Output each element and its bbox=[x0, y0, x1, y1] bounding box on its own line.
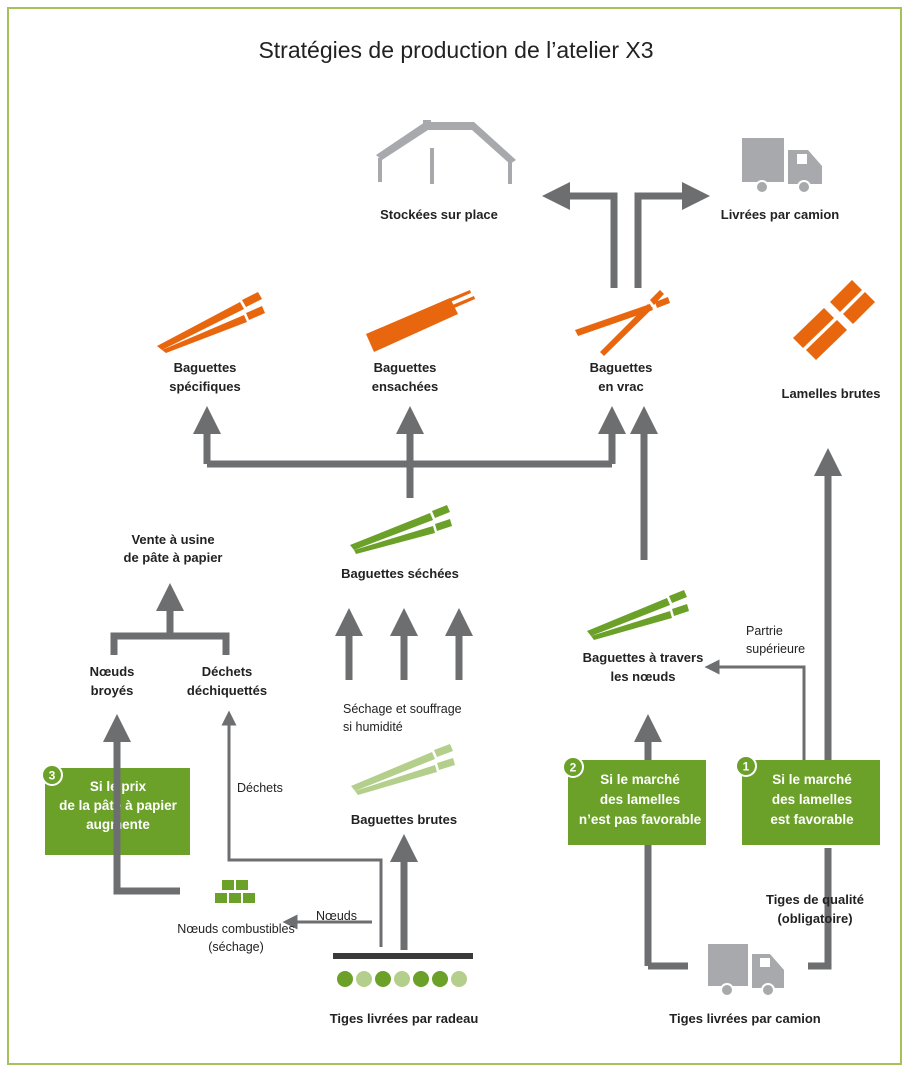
upper-part-label-2: supérieure bbox=[746, 642, 805, 656]
shredded-waste-label-2: déchiquettés bbox=[187, 683, 267, 698]
bulk-label-2: en vrac bbox=[598, 379, 644, 394]
pulp-sale-label-2: de pâte à papier bbox=[124, 550, 223, 565]
condition-box-2: 2 Si le marché des lamelles n’est pas fa… bbox=[562, 756, 706, 845]
bulk-label-1: Baguettes bbox=[590, 360, 653, 375]
green-chopsticks-icon bbox=[350, 505, 452, 554]
raw-slats-label: Lamelles brutes bbox=[782, 386, 881, 401]
waste-arrow-label: Déchets bbox=[237, 781, 283, 795]
delivery-truck-icon bbox=[708, 944, 784, 997]
condition-2-line-2: des lamelles bbox=[600, 792, 680, 807]
waste-to-pulp-arrows bbox=[110, 583, 230, 655]
condition-2-line-3: n’est pas favorable bbox=[579, 812, 702, 827]
house-icon bbox=[376, 120, 516, 184]
raw-chopsticks-label: Baguettes brutes bbox=[351, 812, 457, 827]
raft-stems-label: Tiges livrées par radeau bbox=[330, 1011, 479, 1026]
bagged-label-1: Baguettes bbox=[374, 360, 437, 375]
delivered-by-truck-label: Livrées par camion bbox=[721, 207, 840, 222]
quality-stems-label-1: Tiges de qualité bbox=[766, 892, 864, 907]
fuel-knots-label-2: (séchage) bbox=[208, 940, 264, 954]
bagged-chopsticks-icon bbox=[366, 290, 475, 352]
condition-1-line-1: Si le marché bbox=[772, 772, 852, 787]
condition-1-number: 1 bbox=[743, 760, 750, 774]
drying-arrows bbox=[335, 608, 473, 680]
fuel-knots-label-1: Nœuds combustibles bbox=[177, 922, 294, 936]
specific-label-1: Baguettes bbox=[174, 360, 237, 375]
knots-flow-arrows bbox=[103, 710, 418, 950]
drying-note-1: Séchage et souffrage bbox=[343, 702, 462, 716]
condition-1-line-2: des lamelles bbox=[772, 792, 852, 807]
truck-icon bbox=[742, 138, 822, 194]
pulp-sale-label-1: Vente à usine bbox=[131, 532, 214, 547]
slats-icon bbox=[793, 280, 875, 360]
specific-label-2: spécifiques bbox=[169, 379, 241, 394]
quality-stems-label-2: (obligatoire) bbox=[777, 911, 852, 926]
through-knots-chopsticks-icon bbox=[587, 590, 689, 640]
raft-icon bbox=[333, 953, 473, 987]
dried-chopsticks-label: Baguettes séchées bbox=[341, 566, 459, 581]
diagram-title: Stratégies de production de l’atelier X3 bbox=[258, 37, 653, 63]
condition-box-1: 1 Si le marché des lamelles est favorabl… bbox=[735, 755, 880, 845]
condition-2-number: 2 bbox=[570, 761, 577, 775]
condition-2-line-1: Si le marché bbox=[600, 772, 680, 787]
through-knots-label-1: Baguettes à travers bbox=[583, 650, 704, 665]
drying-note-2: si humidité bbox=[343, 720, 403, 734]
fuel-blocks-icon bbox=[215, 880, 255, 903]
crushed-knots-label-1: Nœuds bbox=[90, 664, 135, 679]
orange-chopsticks-icon bbox=[157, 292, 265, 353]
shredded-waste-label-1: Déchets bbox=[202, 664, 253, 679]
through-knots-label-2: les nœuds bbox=[610, 669, 675, 684]
condition-3-number: 3 bbox=[49, 769, 56, 783]
condition-1-line-3: est favorable bbox=[770, 812, 854, 827]
crossed-chopsticks-icon bbox=[575, 290, 670, 356]
truck-stems-label: Tiges livrées par camion bbox=[669, 1011, 821, 1026]
light-green-chopsticks-icon bbox=[351, 744, 455, 795]
dried-to-products-arrows bbox=[193, 406, 842, 800]
bulk-to-storage-arrows bbox=[542, 182, 710, 288]
crushed-knots-label-2: broyés bbox=[91, 683, 134, 698]
bagged-label-2: ensachées bbox=[372, 379, 439, 394]
stored-on-site-label: Stockées sur place bbox=[380, 207, 498, 222]
upper-part-label-1: Partrie bbox=[746, 624, 783, 638]
knots-arrow-label: Nœuds bbox=[316, 909, 357, 923]
